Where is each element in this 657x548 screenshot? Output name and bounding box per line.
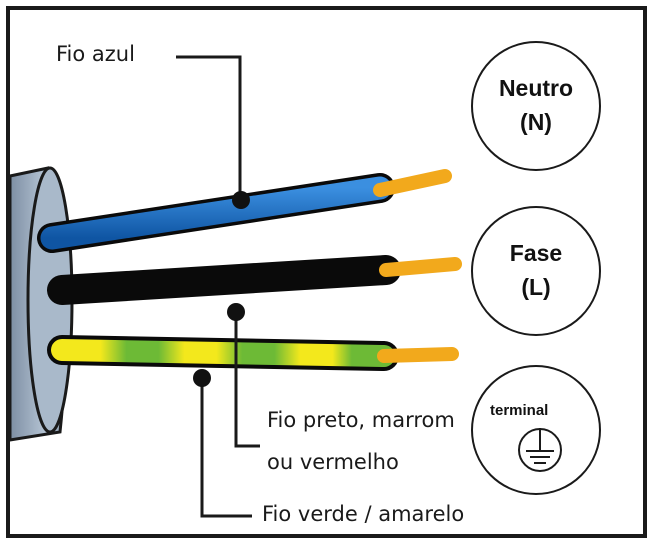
ground-icon bbox=[518, 428, 562, 472]
blue-wire bbox=[37, 169, 452, 253]
phase-terminal-code: (L) bbox=[521, 274, 551, 300]
green-wire-label: Fio verde / amarelo bbox=[262, 502, 465, 526]
neutral-terminal-name: Neutro bbox=[498, 75, 574, 101]
green-wire-marker bbox=[193, 369, 211, 387]
blue-wire-leader bbox=[176, 55, 242, 200]
black-wire-marker bbox=[227, 303, 245, 321]
black-wire-label-line1: Fio preto, marrom bbox=[267, 408, 455, 432]
neutral-terminal-code: (N) bbox=[520, 109, 552, 135]
green-wire-copper bbox=[377, 347, 459, 363]
phase-terminal-name: Fase bbox=[509, 240, 563, 266]
phase-terminal bbox=[471, 206, 601, 336]
phase-terminal-label: Fase (L) bbox=[476, 236, 596, 304]
ground-terminal-label: terminal bbox=[490, 402, 549, 419]
black-wire-label-line2: ou vermelho bbox=[267, 450, 399, 474]
blue-wire-label: Fio azul bbox=[56, 42, 135, 66]
black-wire bbox=[47, 255, 462, 305]
neutral-terminal-label: Neutro (N) bbox=[476, 71, 596, 139]
blue-wire-copper bbox=[373, 169, 452, 197]
green-wire-leader bbox=[200, 378, 252, 518]
green-yellow-wire bbox=[47, 335, 459, 371]
blue-wire-marker bbox=[232, 191, 250, 209]
black-wire-leader bbox=[234, 312, 260, 448]
black-wire-copper bbox=[379, 257, 462, 277]
neutral-terminal bbox=[471, 41, 601, 171]
